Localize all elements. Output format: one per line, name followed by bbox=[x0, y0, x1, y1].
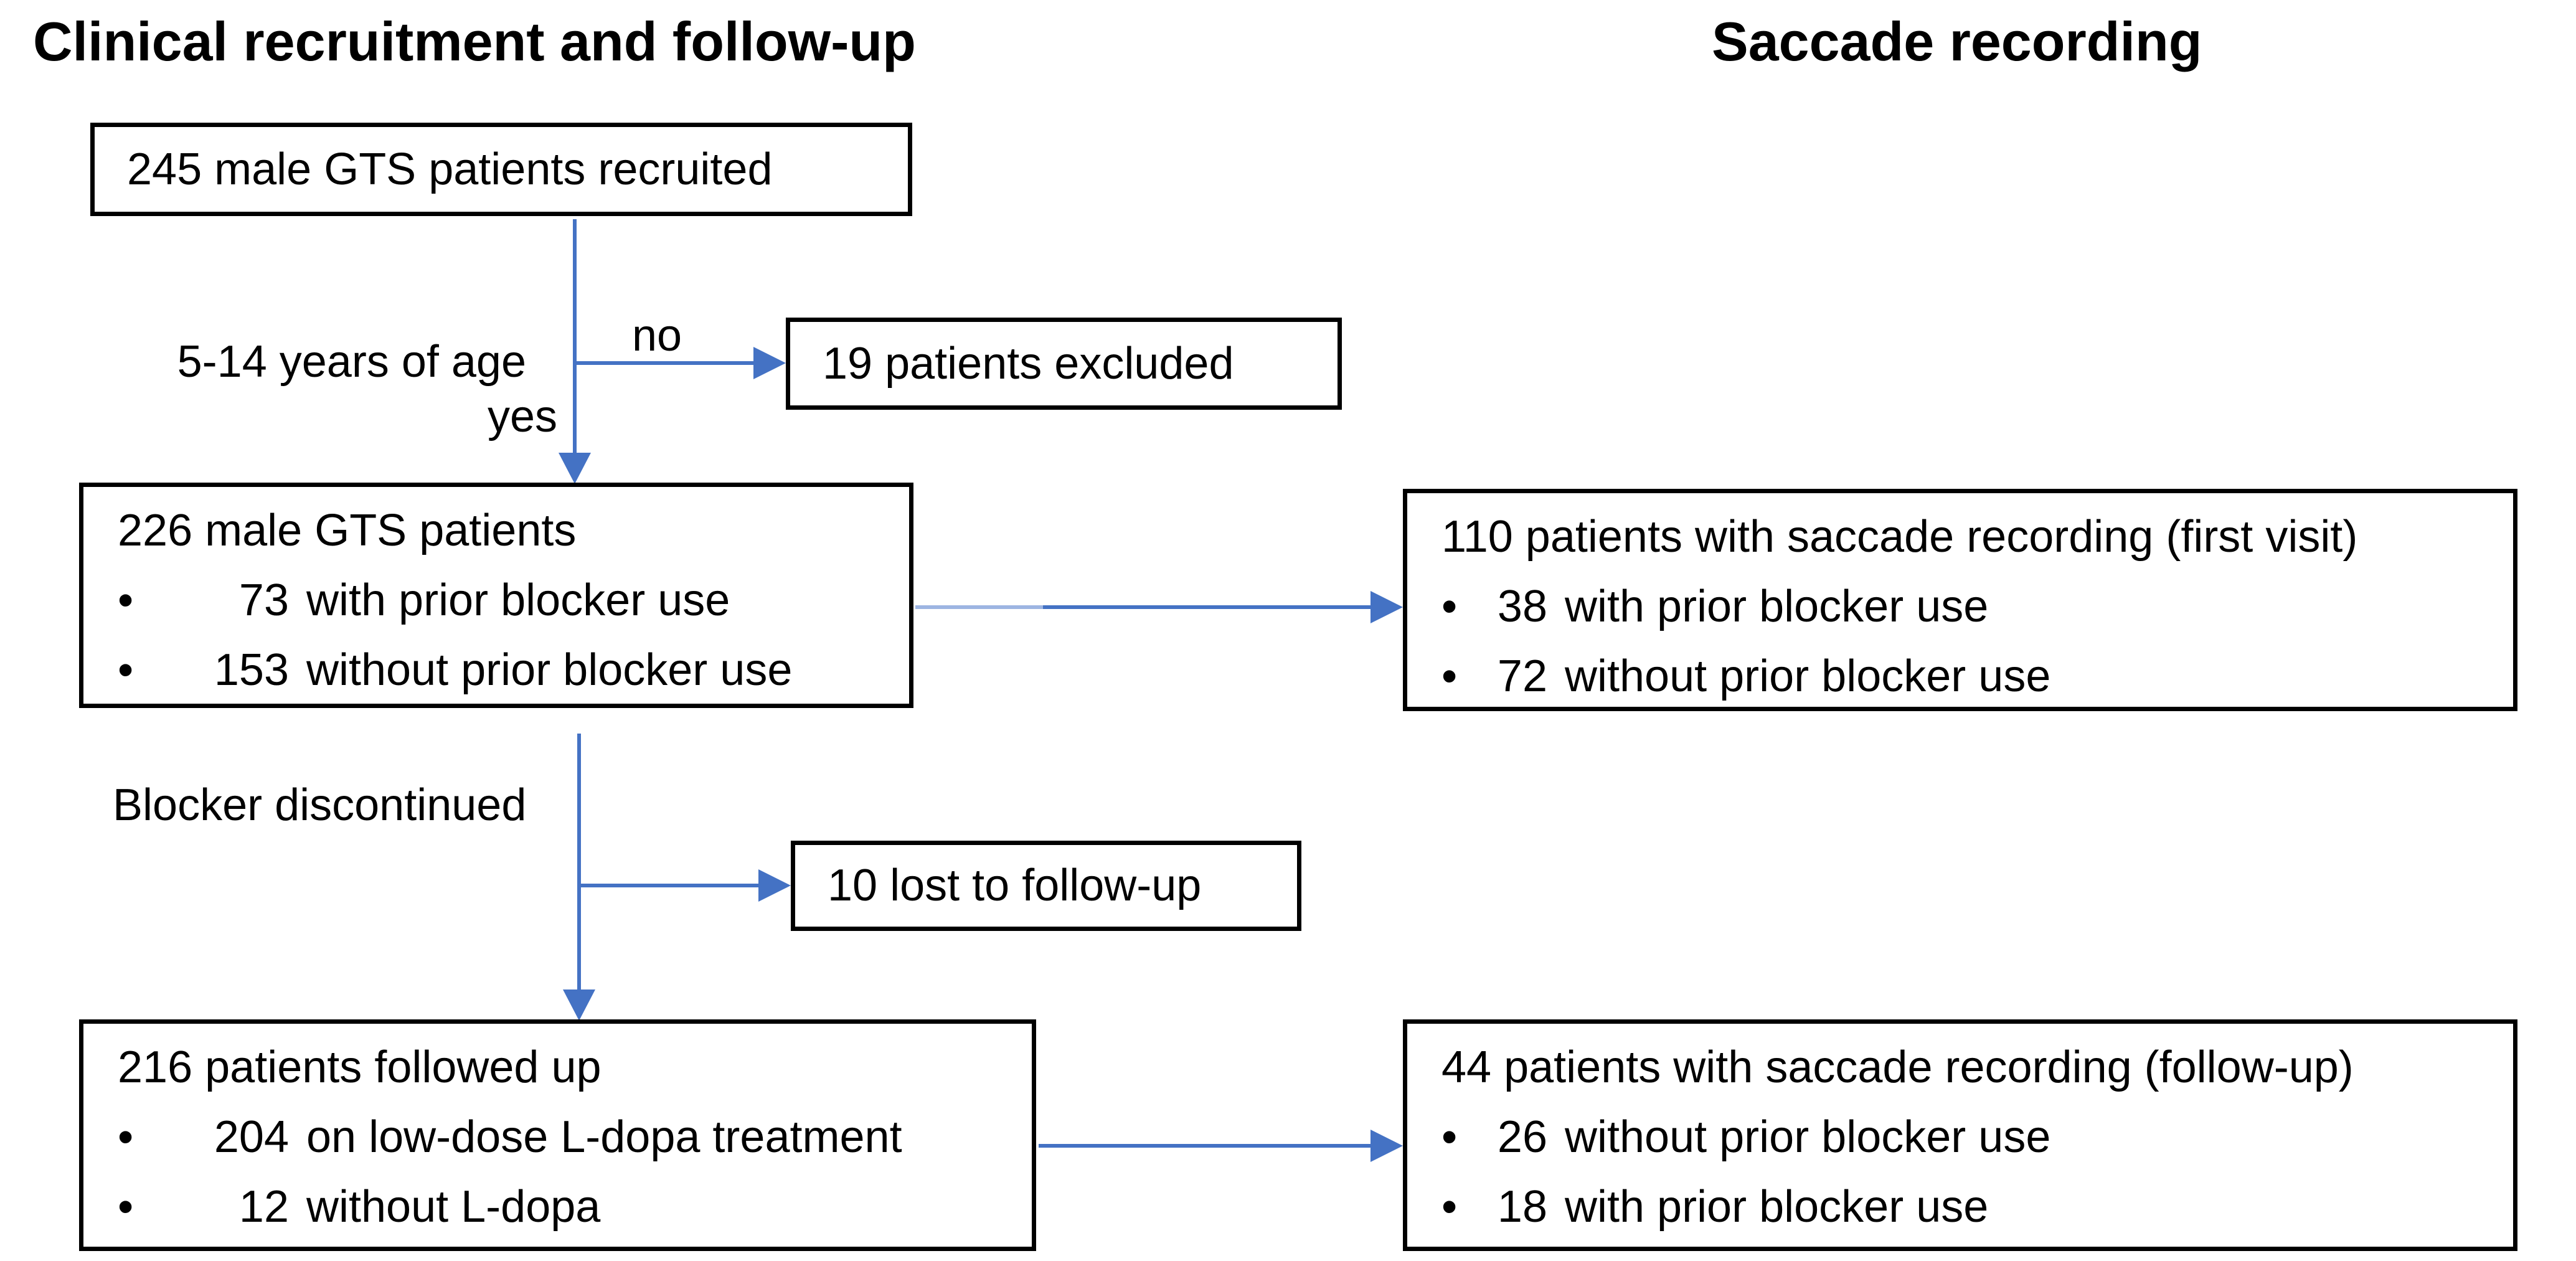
bullet-text: without prior blocker use bbox=[306, 645, 793, 695]
box-excluded-title: 19 patients excluded bbox=[823, 338, 1234, 389]
label-blocker-discontinued: Blocker discontinued bbox=[113, 780, 527, 830]
box-lost-title: 10 lost to follow-up bbox=[828, 861, 1202, 911]
box-cohort-bullet-2: • 153 without prior blocker use bbox=[83, 635, 909, 705]
box-saccade-first-title: 110 patients with saccade recording (fir… bbox=[1441, 511, 2358, 562]
bullet-icon: • bbox=[118, 575, 134, 625]
arrow-no-branch-head-icon bbox=[753, 347, 786, 379]
box-recruited: 245 male GTS patients recruited bbox=[90, 123, 912, 216]
arrow-followed-to-saccade-line bbox=[1039, 1144, 1372, 1148]
bullet-text: with prior blocker use bbox=[1565, 581, 1989, 631]
box-saccade-first: 110 patients with saccade recording (fir… bbox=[1403, 489, 2517, 711]
box-followed-bullet-2: • 12 without L-dopa bbox=[83, 1172, 1032, 1242]
box-followed-bullet-1: • 204 on low-dose L-dopa treatment bbox=[83, 1102, 1032, 1172]
bullet-icon: • bbox=[1441, 1181, 1458, 1232]
bullet-icon: • bbox=[1441, 581, 1458, 631]
box-cohort-bullet-1: • 73 with prior blocker use bbox=[83, 565, 909, 635]
bullet-number: 204 bbox=[214, 1112, 289, 1162]
bullet-number: 18 bbox=[1497, 1181, 1547, 1232]
arrow-cohort-to-saccade-line bbox=[1043, 605, 1372, 609]
bullet-text: with prior blocker use bbox=[1565, 1181, 1989, 1232]
bullet-number: 38 bbox=[1497, 581, 1547, 631]
box-saccade-followup-title: 44 patients with saccade recording (foll… bbox=[1441, 1042, 2354, 1092]
bullet-text: without prior blocker use bbox=[1565, 1112, 2051, 1162]
arrow-recruited-to-cohort-line bbox=[573, 219, 577, 454]
box-recruited-title: 245 male GTS patients recruited bbox=[127, 144, 773, 194]
box-cohort-title: 226 male GTS patients bbox=[118, 505, 577, 555]
bullet-text: on low-dose L-dopa treatment bbox=[306, 1112, 902, 1162]
column-header-clinical: Clinical recruitment and follow-up bbox=[33, 11, 916, 72]
box-excluded: 19 patients excluded bbox=[786, 318, 1342, 410]
box-saccade-followup-bullet-1: • 26 without prior blocker use bbox=[1407, 1102, 2513, 1172]
box-cohort: 226 male GTS patients • 73 with prior bl… bbox=[79, 483, 913, 708]
arrow-lost-branch-line bbox=[579, 884, 760, 887]
box-followed-title: 216 patients followed up bbox=[118, 1042, 602, 1092]
label-yes: yes bbox=[487, 392, 557, 442]
arrow-cohort-to-followed-line bbox=[577, 734, 581, 991]
label-age-criterion: 5-14 years of age bbox=[177, 337, 526, 387]
arrow-lost-branch-head-icon bbox=[758, 869, 791, 902]
bullet-icon: • bbox=[118, 1181, 134, 1232]
box-lost: 10 lost to follow-up bbox=[791, 841, 1301, 931]
box-followed: 216 patients followed up • 204 on low-do… bbox=[79, 1019, 1036, 1251]
bullet-number: 73 bbox=[238, 575, 289, 625]
arrow-no-branch-line bbox=[575, 361, 755, 365]
bullet-text: with prior blocker use bbox=[306, 575, 730, 625]
arrow-cohort-to-saccade-head-icon bbox=[1371, 591, 1403, 623]
bullet-icon: • bbox=[1441, 651, 1458, 701]
label-no: no bbox=[632, 311, 682, 361]
bullet-text: without prior blocker use bbox=[1565, 651, 2051, 701]
bullet-icon: • bbox=[118, 645, 134, 695]
arrow-cohort-to-saccade-line-light bbox=[915, 605, 1043, 609]
bullet-number: 153 bbox=[214, 645, 289, 695]
box-saccade-first-bullet-2: • 72 without prior blocker use bbox=[1407, 641, 2513, 711]
bullet-number: 26 bbox=[1497, 1112, 1547, 1162]
column-header-saccade: Saccade recording bbox=[1712, 11, 2202, 72]
arrow-cohort-to-followed-head-icon bbox=[563, 989, 595, 1021]
bullet-text: without L-dopa bbox=[306, 1181, 601, 1232]
box-saccade-followup: 44 patients with saccade recording (foll… bbox=[1403, 1019, 2517, 1251]
arrow-recruited-to-cohort-head-icon bbox=[559, 453, 591, 484]
bullet-icon: • bbox=[1441, 1112, 1458, 1162]
box-saccade-first-bullet-1: • 38 with prior blocker use bbox=[1407, 572, 2513, 641]
bullet-icon: • bbox=[118, 1112, 134, 1162]
arrow-followed-to-saccade-head-icon bbox=[1371, 1130, 1403, 1162]
box-saccade-followup-bullet-2: • 18 with prior blocker use bbox=[1407, 1172, 2513, 1242]
bullet-number: 72 bbox=[1497, 651, 1547, 701]
bullet-number: 12 bbox=[238, 1181, 289, 1232]
